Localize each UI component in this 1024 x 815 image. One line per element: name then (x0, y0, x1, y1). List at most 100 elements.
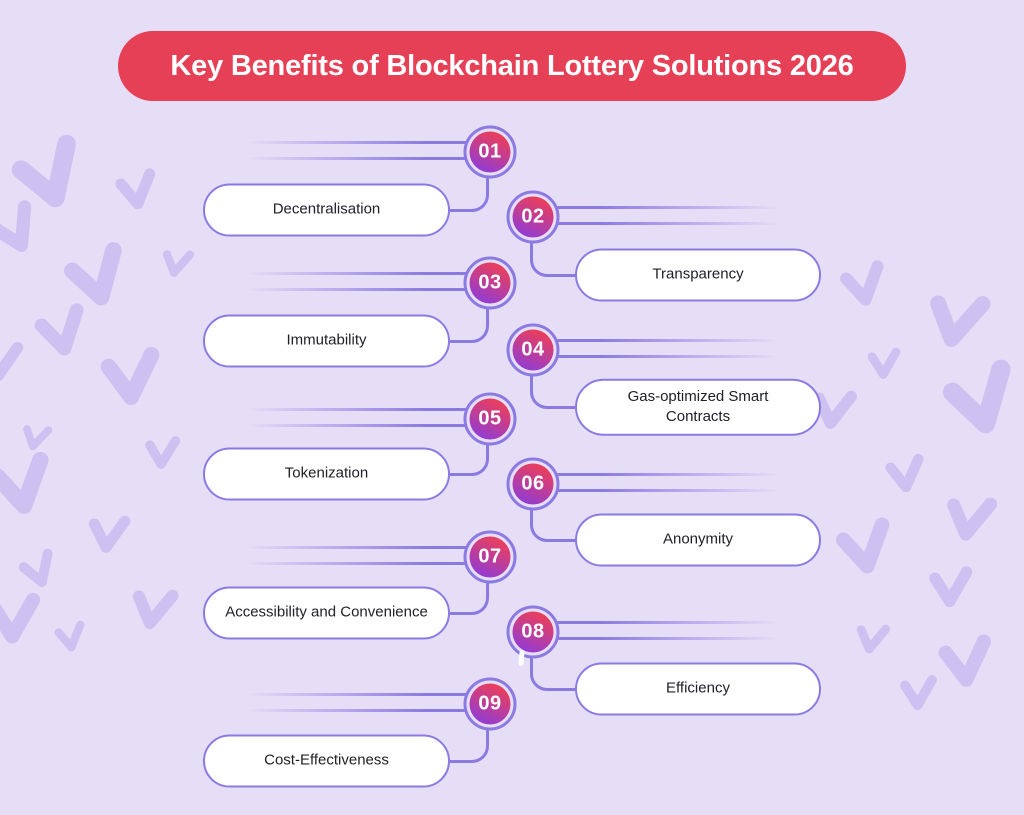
speed-line (557, 637, 787, 640)
v-watermark-icon (950, 369, 1013, 429)
speed-line (557, 222, 787, 225)
connector-line (530, 655, 577, 691)
v-watermark-icon (945, 642, 987, 682)
v-watermark-icon (18, 144, 81, 205)
badge-number: 09 (478, 692, 502, 715)
benefit-pill: Transparency (575, 248, 821, 302)
v-watermark-icon (932, 295, 983, 344)
connector-line (450, 727, 489, 763)
v-watermark-icon (164, 250, 190, 275)
page-title: Key Benefits of Blockchain Lottery Solut… (170, 49, 854, 82)
benefit-label: Tokenization (284, 464, 369, 482)
badge-number: 02 (521, 205, 545, 228)
benefit-pill: Accessibility and Convenience (203, 586, 450, 640)
v-watermark-icon (40, 310, 84, 352)
number-badge: 02 (506, 190, 560, 244)
speed-line (238, 562, 468, 565)
speed-line (238, 272, 468, 275)
number-badge: 03 (463, 256, 517, 310)
v-watermark-icon (816, 392, 851, 425)
v-watermark-icon (92, 518, 125, 549)
benefit-label: Transparency (652, 265, 744, 283)
number-badge-circle: 06 (512, 463, 554, 505)
speed-line (557, 355, 787, 358)
benefit-label: Cost-Effectiveness (264, 751, 389, 769)
benefit-pill: Cost-Effectiveness (203, 734, 450, 788)
speed-line (557, 339, 787, 342)
speed-line (238, 693, 468, 696)
connector-line (450, 442, 489, 476)
benefit-pill: Tokenization (203, 447, 450, 501)
number-badge-circle: 08 (512, 611, 554, 653)
v-watermark-icon (872, 352, 896, 374)
benefit-label: Accessibility and Convenience (225, 603, 428, 621)
v-watermark-icon (935, 572, 967, 601)
v-watermark-icon (70, 250, 124, 302)
v-watermark-icon (890, 459, 921, 488)
benefit-pill: Decentralisation (203, 183, 450, 237)
connector-line (530, 507, 577, 542)
number-badge-circle: 02 (512, 196, 554, 238)
benefit-label: Anonymity (662, 530, 734, 548)
v-watermark-icon (858, 625, 886, 651)
v-watermark-icon (845, 266, 883, 302)
benefit-label: Decentralisation (272, 200, 381, 218)
benefit-pill: Gas-optimized Smart Contracts (575, 378, 821, 436)
number-badge-circle: 05 (469, 398, 511, 440)
number-badge: 08 (506, 605, 560, 659)
badge-number: 07 (478, 545, 502, 568)
number-badge-circle: 09 (469, 683, 511, 725)
v-watermark-icon (0, 460, 48, 509)
v-watermark-icon (108, 355, 154, 399)
number-badge-circle: 04 (512, 329, 554, 371)
v-watermark-icon (0, 345, 17, 377)
speed-line (238, 408, 468, 411)
v-watermark-icon (949, 498, 990, 537)
benefit-pill: Anonymity (575, 513, 821, 567)
v-watermark-icon (23, 425, 48, 449)
number-badge: 04 (506, 323, 560, 377)
connector-line (530, 240, 577, 277)
v-watermark-icon (842, 525, 888, 569)
speed-line (238, 709, 468, 712)
speed-line (557, 621, 787, 624)
v-watermark-icon (22, 554, 55, 586)
v-watermark-icon (0, 600, 33, 636)
benefit-label: Efficiency (666, 679, 730, 697)
v-watermark-icon (905, 680, 932, 705)
number-badge: 01 (463, 125, 517, 179)
badge-number: 05 (478, 407, 502, 430)
badge-number: 01 (478, 140, 502, 163)
title-banner: Key Benefits of Blockchain Lottery Solut… (118, 31, 906, 101)
badge-number: 06 (521, 472, 545, 495)
number-badge-circle: 07 (469, 536, 511, 578)
speed-line (238, 157, 468, 160)
speed-line (557, 473, 787, 476)
badge-number: 04 (521, 338, 545, 361)
number-badge: 05 (463, 392, 517, 446)
benefit-pill: Immutability (203, 314, 450, 368)
speed-line (238, 141, 468, 144)
benefit-pill: Efficiency (575, 662, 821, 716)
number-badge: 07 (463, 530, 517, 584)
benefit-label: Gas-optimized Smart Contracts (627, 387, 769, 425)
speed-line (238, 546, 468, 549)
badge-number: 08 (521, 620, 545, 643)
badge-number: 03 (478, 271, 502, 294)
speed-line (238, 288, 468, 291)
connector-line (450, 306, 489, 343)
number-badge-circle: 03 (469, 262, 511, 304)
v-watermark-icon (135, 590, 173, 626)
number-badge: 09 (463, 677, 517, 731)
number-badge: 06 (506, 457, 560, 511)
v-watermark-icon (58, 625, 83, 649)
speed-line (238, 424, 468, 427)
speed-line (557, 206, 787, 209)
v-watermark-icon (149, 440, 175, 465)
speed-line (557, 489, 787, 492)
v-watermark-icon (120, 174, 154, 206)
number-badge-circle: 01 (469, 131, 511, 173)
v-watermark-icon (0, 207, 39, 253)
benefit-label: Immutability (286, 331, 367, 349)
